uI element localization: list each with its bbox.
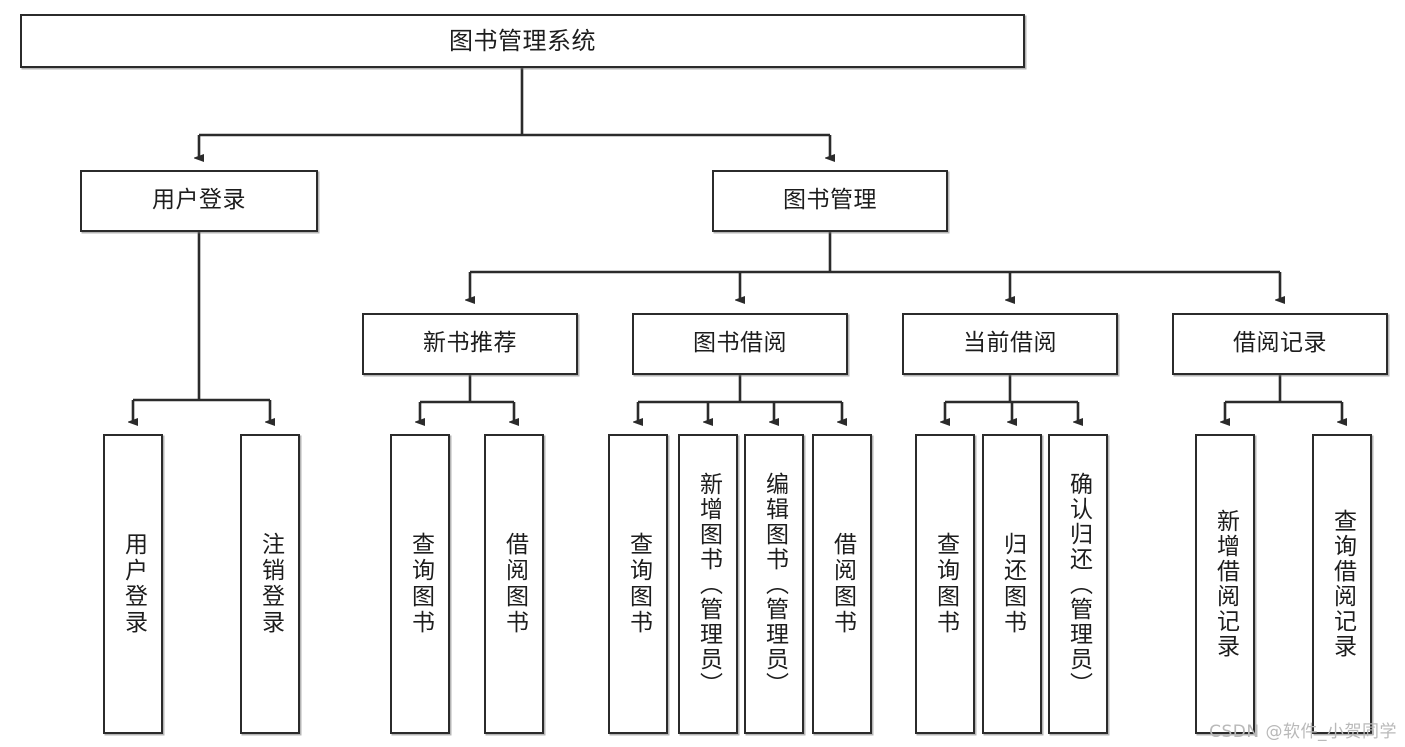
node-current-borrow[interactable]: 当前借阅 — [902, 313, 1118, 375]
node-label: 注销登录 — [257, 532, 284, 636]
node-label: 借阅图书 — [829, 532, 856, 636]
node-user-login[interactable]: 用户登录 — [80, 170, 318, 232]
leaf-borrow-books[interactable]: 借阅图书 — [812, 434, 872, 734]
node-label: 新增图书（管理员） — [695, 471, 722, 697]
leaf-edit-book-admin[interactable]: 编辑图书（管理员） — [744, 434, 804, 734]
leaf-query-books-recommend[interactable]: 查询图书 — [390, 434, 450, 734]
node-label: 当前借阅 — [963, 330, 1057, 357]
node-new-book-recommend[interactable]: 新书推荐 — [362, 313, 578, 375]
node-label: 查询图书 — [932, 532, 959, 636]
node-label: 借阅记录 — [1233, 330, 1327, 357]
node-label: 用户登录 — [120, 532, 147, 636]
leaf-query-borrow-record[interactable]: 查询借阅记录 — [1312, 434, 1372, 734]
csdn-watermark: CSDN @软件_小贺同学 — [1209, 722, 1397, 742]
node-label: 新增借阅记录 — [1212, 509, 1239, 659]
leaf-return-books[interactable]: 归还图书 — [982, 434, 1042, 734]
node-label: 借阅图书 — [501, 532, 528, 636]
node-label: 图书借阅 — [693, 330, 787, 357]
node-label: 图书管理系统 — [449, 26, 596, 55]
node-label: 归还图书 — [999, 532, 1026, 636]
node-label: 查询图书 — [625, 532, 652, 636]
leaf-user-login[interactable]: 用户登录 — [103, 434, 163, 734]
leaf-add-book-admin[interactable]: 新增图书（管理员） — [678, 434, 738, 734]
node-borrow-records[interactable]: 借阅记录 — [1172, 313, 1388, 375]
leaf-confirm-return-admin[interactable]: 确认归还（管理员） — [1048, 434, 1108, 734]
node-label: 确认归还（管理员） — [1065, 471, 1092, 697]
node-book-borrow[interactable]: 图书借阅 — [632, 313, 848, 375]
node-book-management[interactable]: 图书管理 — [712, 170, 948, 232]
leaf-query-books-borrow[interactable]: 查询图书 — [608, 434, 668, 734]
node-label: 用户登录 — [152, 187, 246, 214]
node-label: 编辑图书（管理员） — [761, 471, 788, 697]
leaf-logout[interactable]: 注销登录 — [240, 434, 300, 734]
leaf-add-borrow-record[interactable]: 新增借阅记录 — [1195, 434, 1255, 734]
node-label: 图书管理 — [783, 187, 877, 214]
node-label: 新书推荐 — [423, 330, 517, 357]
node-label: 查询图书 — [407, 532, 434, 636]
leaf-borrow-books-recommend[interactable]: 借阅图书 — [484, 434, 544, 734]
node-root[interactable]: 图书管理系统 — [20, 14, 1025, 68]
leaf-query-books-current[interactable]: 查询图书 — [915, 434, 975, 734]
node-label: 查询借阅记录 — [1329, 509, 1356, 659]
